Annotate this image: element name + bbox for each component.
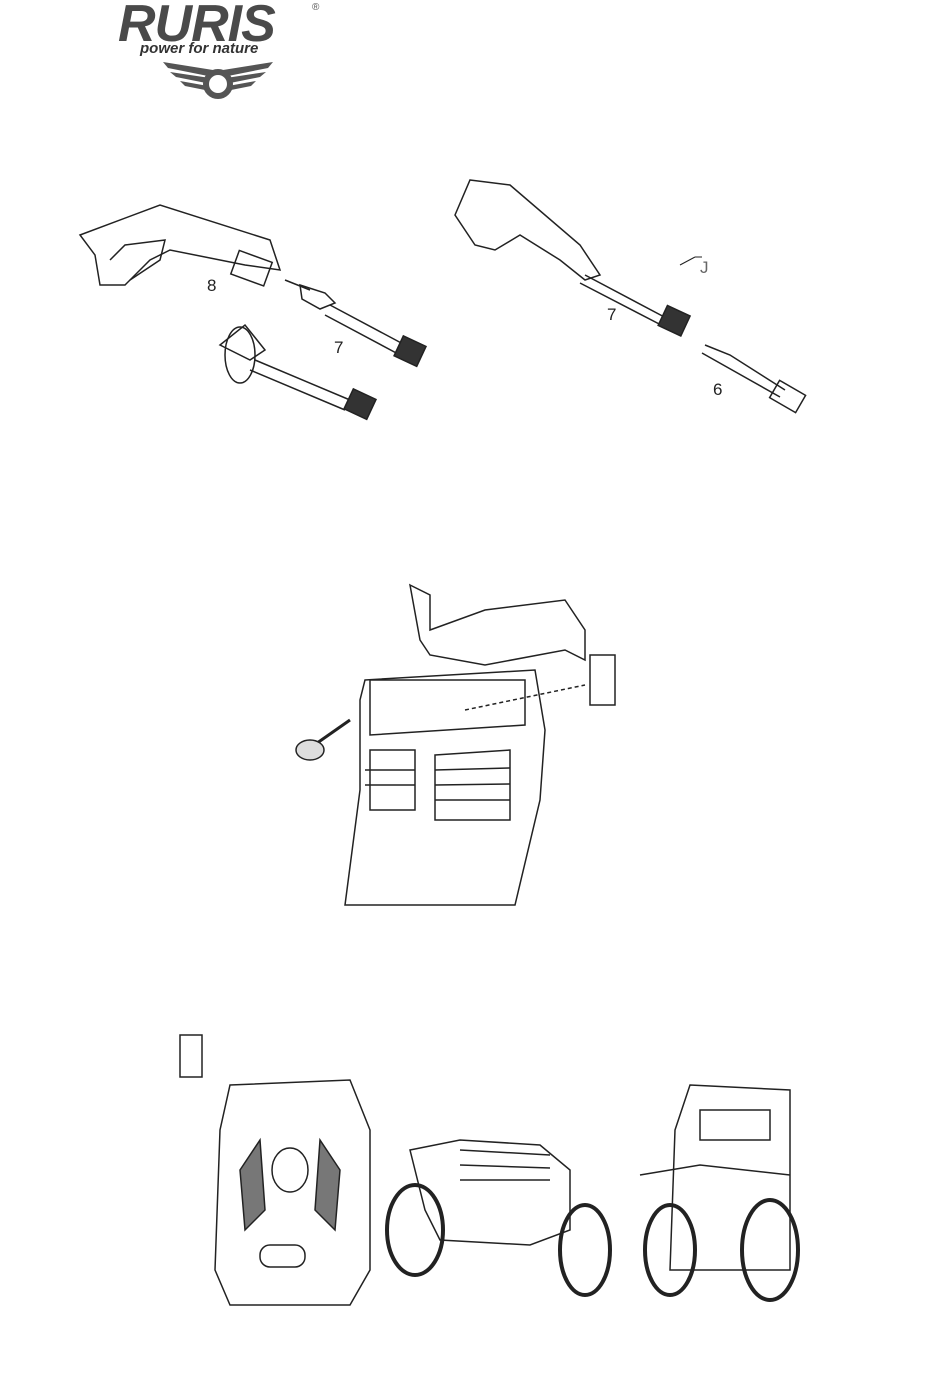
label-nozzle-6: 6 <box>713 380 723 399</box>
logo-brand: RURIS <box>118 0 276 53</box>
figure-gun-lance-assembly <box>78 204 428 421</box>
figure-lance-nozzle-assembly <box>454 179 807 414</box>
label-lance-7b: 7 <box>607 305 617 324</box>
label-lance-7: 7 <box>334 338 344 357</box>
label-gun-8: 8 <box>207 276 217 295</box>
logo-registered-mark: ® <box>312 2 320 13</box>
logo-tagline: power for nature <box>140 40 259 57</box>
ruris-logo <box>108 0 328 105</box>
figure-wheel-mounting <box>179 1034 800 1306</box>
figure-holder-mounting <box>295 583 616 906</box>
label-part-J: J <box>700 258 709 277</box>
winged-gear-emblem <box>163 62 273 99</box>
